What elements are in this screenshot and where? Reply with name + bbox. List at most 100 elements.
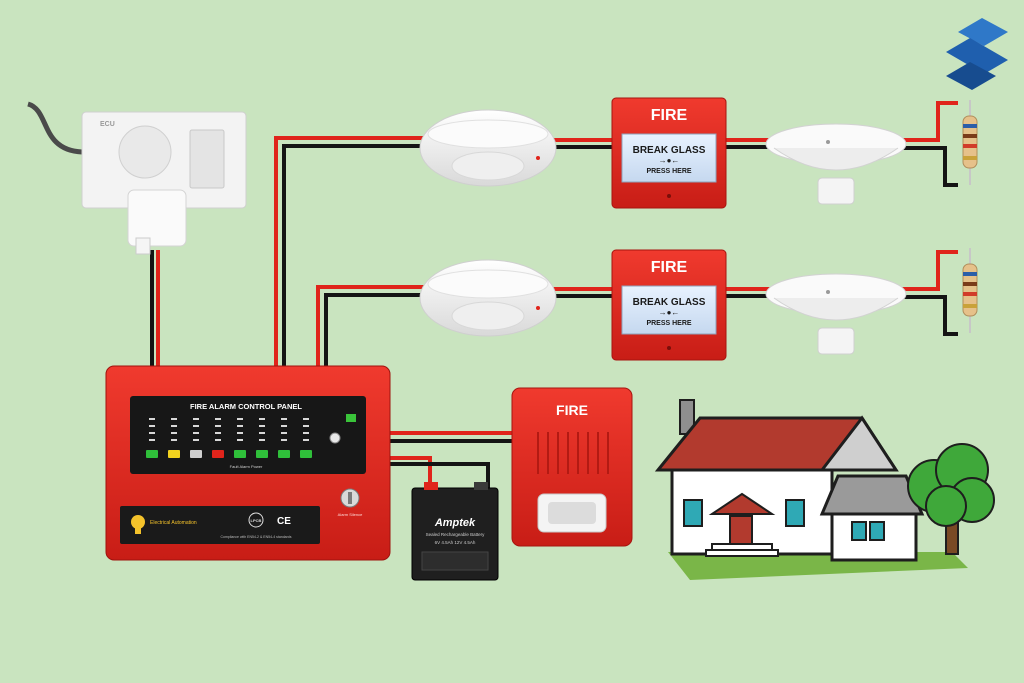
- tree-icon: [907, 443, 995, 555]
- power-cable: [27, 101, 83, 155]
- panel-function-button[interactable]: [278, 450, 290, 458]
- panel-zone-led: [237, 439, 243, 441]
- zone1-wire-red: [274, 136, 425, 368]
- panel-reset-button[interactable]: [329, 432, 341, 444]
- panel-brand-text: Electrical Automation: [150, 520, 197, 526]
- panel-zone-led: [303, 425, 309, 427]
- panel-zone-led: [193, 425, 199, 427]
- panel-function-button[interactable]: [168, 450, 180, 458]
- panel-zone-led: [237, 432, 243, 434]
- plug-neck: [135, 237, 151, 255]
- sounder-title: FIRE: [556, 402, 588, 418]
- panel-function-button[interactable]: [256, 450, 268, 458]
- call-point-break-text: BREAK GLASS: [633, 297, 706, 308]
- zone2-wire-black: [324, 293, 425, 368]
- panel-zone-led: [193, 432, 199, 434]
- panel-zone-led: [259, 439, 265, 441]
- socket-switch[interactable]: [189, 129, 225, 189]
- zone1-eol-wire-black: [902, 146, 958, 187]
- smoke-detector-icon[interactable]: [419, 109, 557, 187]
- panel-zone-led: [303, 418, 309, 420]
- panel-function-button[interactable]: [234, 450, 246, 458]
- house-icon: [654, 399, 968, 580]
- battery-subtitle: Sealed Rechargeable Battery: [426, 532, 486, 537]
- panel-title: FIRE ALARM CONTROL PANEL: [190, 402, 302, 411]
- call-point-break-text: BREAK GLASS: [633, 145, 706, 156]
- manual-call-point[interactable]: FIRE BREAK GLASS →●← PRESS HERE: [611, 249, 727, 361]
- panel-zone-led: [193, 418, 199, 420]
- call-point-glass: [621, 285, 717, 335]
- panel-zone-led: [149, 425, 155, 427]
- panel-zone-led: [149, 418, 155, 420]
- stacked-s-logo-icon: [946, 18, 1008, 90]
- panel-power-indicator: [346, 414, 356, 422]
- panel-zone-led: [171, 439, 177, 441]
- fire-alarm-control-panel[interactable]: FIRE ALARM CONTROL PANEL Fault Alarm Pow…: [105, 365, 391, 561]
- call-point-title: FIRE: [651, 107, 688, 124]
- panel-zone-led: [215, 439, 221, 441]
- panel-zone-led: [149, 432, 155, 434]
- panel-zone-led: [171, 425, 177, 427]
- panel-footer-text: Compliance with EN54-2 & EN54-4 standard…: [220, 535, 291, 539]
- plug-body: [127, 189, 187, 247]
- panel-footer: [120, 506, 320, 544]
- call-point-press-text: PRESS HERE: [646, 320, 691, 327]
- wall-socket-with-plug-icon: ECU: [27, 101, 247, 255]
- panel-function-button[interactable]: [300, 450, 312, 458]
- battery-wire-red: [388, 456, 432, 488]
- ce-mark: CE: [277, 516, 291, 527]
- lpcb-badge: [248, 512, 264, 528]
- panel-zone-led: [215, 432, 221, 434]
- panel-zone-led: [303, 439, 309, 441]
- steps: [705, 549, 779, 557]
- annex-roof: [819, 474, 925, 516]
- panel-zone-led: [193, 439, 199, 441]
- backup-battery: Amptek Sealed Rechargeable Battery 6V 4.…: [411, 482, 499, 581]
- end-of-line-resistor-icon: [962, 100, 978, 185]
- zone1-wire-black: [282, 144, 425, 368]
- smoke-detector-icon[interactable]: [419, 259, 557, 337]
- call-point-arrows: →●←: [659, 156, 680, 165]
- end-of-line-resistor-icon: [962, 248, 978, 333]
- zone-2: FIRE BREAK GLASS →●← PRESS HERE: [419, 248, 978, 361]
- zone2-wire-red: [316, 285, 425, 368]
- sounder-grille: [537, 432, 609, 474]
- panel-zone-led: [237, 425, 243, 427]
- panel-led-grid: [146, 418, 312, 458]
- panel-zone-led: [281, 418, 287, 420]
- battery-model: 6V 4.5Ah 12V 4.5Ah: [435, 540, 476, 545]
- porch-roof: [708, 492, 776, 515]
- panel-zone-led: [149, 439, 155, 441]
- heat-detector-icon[interactable]: [765, 123, 907, 205]
- wiring: [150, 101, 958, 488]
- manual-call-point[interactable]: FIRE BREAK GLASS →●← PRESS HERE: [611, 97, 727, 209]
- strobe-inner: [548, 502, 596, 524]
- socket-outlet: [118, 125, 172, 179]
- zone2-eol-wire-red: [902, 250, 958, 291]
- panel-zone-led: [215, 425, 221, 427]
- strobe-sounder-icon[interactable]: FIRE: [511, 387, 633, 547]
- panel-function-button[interactable]: [190, 450, 202, 458]
- window: [851, 521, 867, 541]
- panel-zone-led: [171, 418, 177, 420]
- panel-function-button[interactable]: [212, 450, 224, 458]
- lpcb-text: LPCB: [251, 518, 262, 523]
- call-point-press-text: PRESS HERE: [646, 168, 691, 175]
- panel-zone-led: [303, 432, 309, 434]
- panel-zone-led: [281, 425, 287, 427]
- panel-zone-led: [215, 418, 221, 420]
- battery-negative-terminal: [474, 482, 488, 490]
- call-point-arrows: →●←: [659, 308, 680, 317]
- socket-brand-text: ECU: [100, 121, 115, 128]
- heat-detector-icon[interactable]: [765, 273, 907, 355]
- panel-zone-led: [259, 432, 265, 434]
- battery-positive-terminal: [424, 482, 438, 490]
- window: [785, 499, 805, 527]
- battery-label-panel: [421, 551, 489, 571]
- front-door: [729, 515, 753, 545]
- panel-function-button[interactable]: [146, 450, 158, 458]
- key-slot: [348, 492, 352, 504]
- zone2-eol-wire-black: [902, 295, 958, 336]
- panel-led-legend: Fault Alarm Power: [230, 464, 263, 469]
